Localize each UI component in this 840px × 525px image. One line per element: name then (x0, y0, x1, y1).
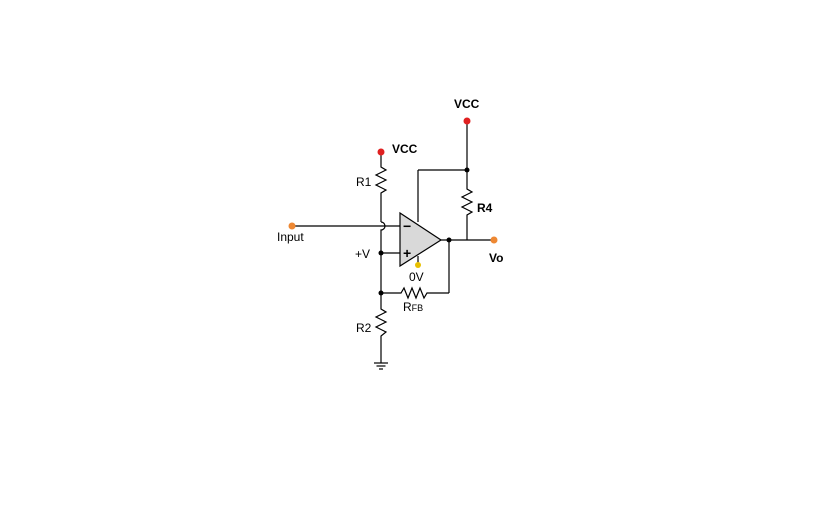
opamp-minus-sign: − (403, 218, 411, 234)
label-zero-v: 0V (409, 270, 424, 284)
label-vo: Vo (489, 251, 503, 265)
junction-dot-top-node (464, 167, 470, 173)
label-input: Input (277, 230, 304, 244)
label-r2: R2 (356, 321, 372, 335)
label-r1: R1 (356, 175, 372, 189)
label-vcc-top: VCC (454, 97, 480, 111)
resistor-r4 (460, 186, 474, 222)
junction-dot-r2-node (378, 290, 384, 296)
vcc-top-terminal (463, 117, 471, 125)
label-rfb-sub: FB (412, 303, 424, 313)
output-terminal (490, 236, 498, 244)
label-vcc-left: VCC (392, 142, 418, 156)
wires (292, 122, 493, 363)
ground-icon (374, 362, 388, 370)
opamp-plus-sign: + (403, 245, 411, 261)
junction-dot-output (446, 237, 452, 243)
wire-left-vertical (380, 221, 386, 293)
resistor-r1 (374, 163, 388, 197)
junction-dot-plusv (378, 250, 384, 256)
label-rfb-main: R (403, 300, 412, 314)
label-r4: R4 (477, 201, 493, 215)
vcc-left-terminal (377, 148, 385, 156)
input-terminal (288, 222, 296, 230)
zero-v-terminal (415, 262, 421, 268)
resistor-rfb (398, 286, 432, 300)
resistor-r2 (374, 305, 388, 345)
label-plus-v: +V (355, 247, 370, 261)
opamp-triangle (399, 211, 443, 268)
label-rfb: RFB (403, 300, 423, 314)
